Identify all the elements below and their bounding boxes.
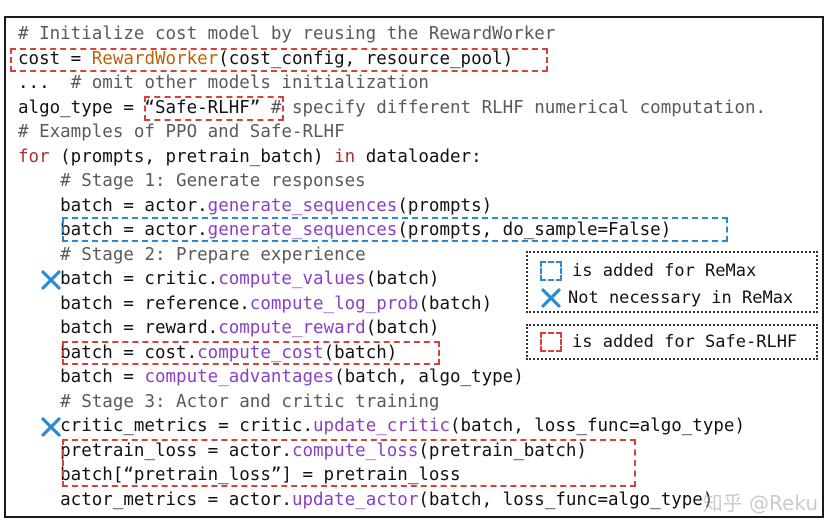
code-line-2: cost = RewardWorker(cost_config, resourc… [18, 49, 514, 69]
legend-safe-rlhf-added: is added for Safe-RLHF [572, 332, 798, 352]
x-icon [41, 417, 61, 437]
code-line-19: batch[“pretrain_loss”] = pretrain_loss [18, 465, 461, 485]
code-line-16: # Stage 3: Actor and critic training [60, 392, 440, 412]
code-line-12: batch = reference.compute_log_prob(batch… [18, 294, 493, 314]
code-line-5: # Examples of PPO and Safe-RLHF [18, 122, 345, 142]
blue-dash-swatch [540, 261, 562, 281]
legend-remax-added: is added for ReMax [572, 261, 757, 281]
legend-remax-not-needed: Not necessary in ReMax [568, 288, 794, 308]
code-line-20: actor_metrics = actor.update_actor(batch… [18, 490, 714, 510]
code-line-7: # Stage 1: Generate responses [60, 171, 366, 191]
code-line-4: algo_type = “Safe-RLHF” # specify differ… [18, 98, 767, 118]
legend-safe-rlhf: is added for Safe-RLHF [526, 324, 818, 360]
code-line-14: batch = cost.compute_cost(batch) [18, 343, 398, 363]
code-line-9: batch = actor.generate_sequences(prompts… [18, 220, 672, 240]
code-line-1: # Initialize cost model by reusing the R… [18, 24, 556, 44]
code-line-18: pretrain_loss = actor.compute_loss(pretr… [18, 441, 587, 461]
code-line-8: batch = actor.generate_sequences(prompts… [18, 196, 493, 216]
watermark: 知乎 @Reku [702, 491, 818, 515]
code-line-13: batch = reward.compute_reward(batch) [18, 318, 440, 338]
code-line-3: ... # omit other models initialization [18, 73, 429, 93]
code-line-17: critic_metrics = critic.update_critic(ba… [18, 416, 745, 436]
red-dash-swatch [540, 332, 562, 352]
code-line-10: # Stage 2: Prepare experience [60, 245, 366, 265]
code-line-6: for (prompts, pretrain_batch) in dataloa… [18, 147, 482, 167]
x-icon [541, 288, 561, 308]
code-line-15: batch = compute_advantages(batch, algo_t… [18, 367, 524, 387]
code-frame: # Initialize cost model by reusing the R… [4, 16, 824, 518]
code-line-11: batch = critic.compute_values(batch) [18, 269, 440, 289]
x-icon [41, 270, 61, 290]
legend-remax: is added for ReMax Not necessary in ReMa… [526, 251, 818, 313]
